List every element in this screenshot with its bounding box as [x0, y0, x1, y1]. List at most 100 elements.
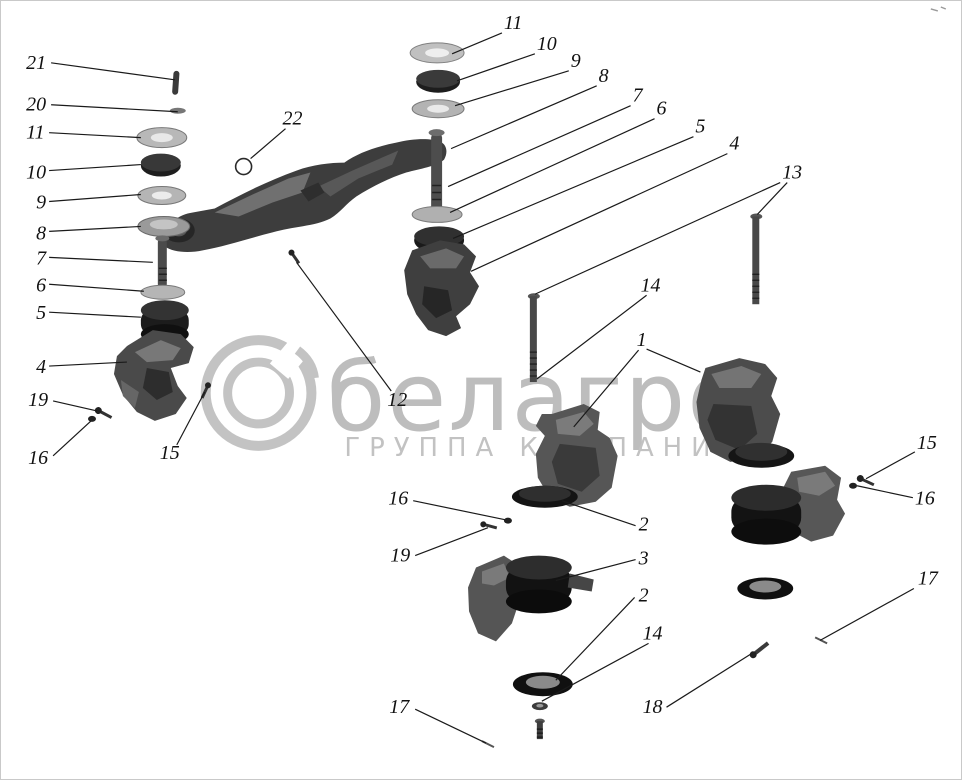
leader-line-12	[295, 261, 392, 392]
leader-line-19	[52, 400, 98, 412]
callout-label-20: 20	[26, 94, 46, 116]
part-bolt-long-b	[750, 213, 763, 305]
callout-label-6: 6	[657, 98, 667, 120]
leader-line-6	[449, 118, 655, 214]
leader-line-1	[573, 349, 640, 428]
callout-label-5: 5	[695, 116, 705, 138]
callout-label-1: 1	[637, 329, 647, 351]
watermark-logo-icon	[200, 331, 319, 451]
leader-line-4	[470, 153, 728, 272]
leader-line-4	[49, 361, 127, 367]
leader-line-18	[666, 653, 751, 708]
leader-line-8	[450, 85, 597, 150]
part-nut-16-left	[88, 415, 96, 422]
leader-line-3	[555, 558, 636, 582]
callout-label-17: 17	[389, 696, 410, 718]
part-center-bracket	[404, 240, 480, 337]
part-washer-14-bottom	[531, 702, 548, 711]
callout-label-10: 10	[26, 162, 46, 184]
leader-line-15	[865, 451, 916, 480]
part-bracket-1-right	[696, 358, 795, 468]
part-left-cushion-stack	[136, 70, 191, 345]
leader-line-11	[49, 132, 141, 139]
leader-line-17	[414, 708, 487, 744]
callout-label-11: 11	[26, 122, 44, 144]
callout-label-6: 6	[36, 274, 46, 296]
part-right-mount	[731, 465, 846, 545]
callout-label-4: 4	[36, 356, 46, 378]
leader-line-9	[49, 193, 141, 203]
watermark: белагро ГРУППА КОМПАНИЙ	[200, 331, 746, 463]
leader-line-13	[534, 181, 781, 295]
leader-line-9	[454, 70, 569, 107]
part-left-bracket	[113, 330, 194, 421]
leader-line-10	[456, 53, 536, 82]
callout-label-9: 9	[571, 50, 581, 72]
part-bolt-15-right	[856, 475, 875, 487]
part-ring-22	[234, 157, 253, 176]
callout-label-13: 13	[782, 162, 802, 184]
part-nut-16-mid	[503, 517, 512, 524]
leader-line-21	[51, 62, 175, 81]
leader-line-8	[49, 225, 141, 233]
callout-label-14: 14	[643, 622, 663, 644]
callout-label-17: 17	[918, 568, 939, 590]
callout-label-10: 10	[537, 33, 557, 55]
part-cushion-ring-bottom	[512, 672, 573, 697]
callout-label-2: 2	[639, 514, 649, 536]
callout-label-2: 2	[639, 584, 649, 606]
callout-label-16: 16	[915, 488, 935, 510]
leader-line-19	[414, 527, 489, 557]
leader-line-2	[561, 500, 636, 527]
leader-line-16	[52, 420, 92, 457]
part-nut-16-right	[849, 482, 858, 489]
callout-label-19: 19	[390, 545, 410, 567]
part-axle-beam	[160, 139, 447, 252]
leader-line-5	[452, 136, 694, 239]
part-lower-left-mount	[468, 555, 594, 642]
callout-label-15: 15	[917, 432, 937, 454]
callout-label-12: 12	[387, 389, 407, 411]
part-bolt-long-a	[527, 293, 540, 383]
leader-line-5	[49, 311, 141, 318]
part-bolt-19-left	[94, 407, 113, 419]
leader-line-15	[176, 391, 206, 446]
leader-line-7	[447, 105, 631, 188]
callout-label-22: 22	[283, 108, 303, 130]
leader-line-17	[819, 587, 915, 641]
leader-line-1	[646, 348, 701, 373]
leader-line-10	[49, 163, 141, 172]
leader-line-14	[536, 294, 647, 380]
leader-line-2	[555, 597, 636, 681]
leader-line-16	[413, 500, 506, 521]
part-bolt-19-mid	[480, 521, 498, 530]
callout-label-7: 7	[36, 247, 47, 269]
leader-line-20	[51, 104, 178, 113]
callout-label-18: 18	[643, 696, 663, 718]
callout-label-11: 11	[504, 12, 522, 34]
callout-label-21: 21	[26, 52, 46, 74]
callout-label-4: 4	[729, 133, 739, 155]
callout-label-14: 14	[641, 274, 661, 296]
leader-line-7	[49, 256, 153, 263]
part-bolt-18	[749, 641, 770, 659]
callout-label-16: 16	[388, 488, 408, 510]
callout-label-7: 7	[633, 85, 644, 107]
callout-label-5: 5	[36, 302, 46, 324]
leader-line-22	[250, 128, 286, 160]
callout-label-9: 9	[36, 191, 46, 213]
callout-label-8: 8	[599, 65, 609, 87]
part-bolt-12	[288, 249, 301, 265]
leader-line-6	[49, 283, 144, 292]
leader-line-16	[856, 485, 914, 499]
leader-line-13	[756, 182, 788, 215]
callout-label-16: 16	[28, 447, 48, 469]
callout-label-19: 19	[28, 389, 48, 411]
corner-artifact	[930, 6, 947, 12]
part-bolt-bottom	[534, 718, 545, 740]
leader-line-14	[541, 642, 649, 702]
callout-label-3: 3	[638, 548, 649, 570]
callout-label-8: 8	[36, 222, 46, 244]
